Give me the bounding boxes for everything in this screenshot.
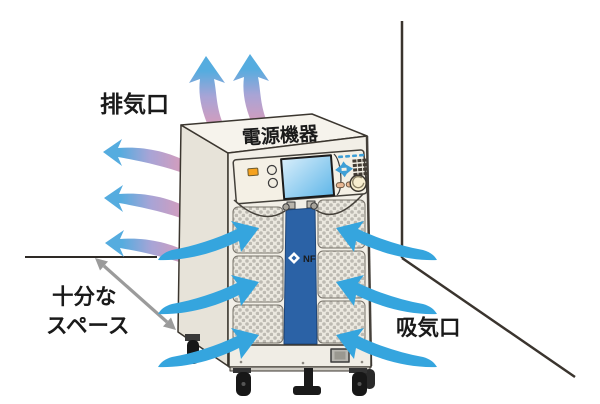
- bezel-arc-left: [233, 199, 286, 218]
- nf-logo-diamond-inner: [291, 255, 297, 261]
- bezel-pivot: [310, 202, 318, 210]
- display-screen: [280, 154, 336, 201]
- cabinet-right-edge: [365, 135, 373, 367]
- control-panel: [232, 149, 368, 205]
- power-led-icon: [247, 167, 259, 177]
- casters: [185, 334, 375, 396]
- caster-front-right-icon: [349, 368, 367, 396]
- screw-dot: [239, 360, 243, 364]
- exhaust-label: 排気口: [100, 91, 169, 117]
- intake-label: 吸気口: [396, 315, 461, 340]
- exhaust-left-arrow-2-icon: [104, 185, 189, 220]
- bezel-pivot: [282, 203, 290, 211]
- bezel-arc-right: [315, 193, 364, 216]
- menu-key-row: [338, 153, 365, 159]
- intake-arrows-right: [336, 221, 437, 368]
- screw-dot: [301, 361, 305, 365]
- leveling-foot-icon: [293, 368, 321, 395]
- center-stripe: NF: [283, 200, 318, 345]
- diagram-labels: 排気口 十分な スペース 吸気口: [46, 91, 461, 340]
- numeric-keypad: [352, 158, 368, 177]
- breaker-cover-inner: [334, 351, 346, 360]
- knob-mark: [352, 175, 365, 189]
- wall-corner: [25, 21, 576, 379]
- screw-dot: [360, 360, 364, 364]
- space-label-line1: 十分な: [52, 285, 117, 309]
- screen-bezel-arc: [333, 153, 342, 196]
- exhaust-arrows-left: [103, 139, 190, 265]
- caster-front-left-icon: [233, 368, 251, 396]
- nf-logo-text: NF: [303, 254, 316, 265]
- power-device-cabinet: NF: [177, 113, 375, 396]
- stripe-panel: [283, 207, 318, 345]
- soft-key: [335, 182, 345, 189]
- exhaust-left-arrow-3-icon: [105, 230, 190, 265]
- space-measure-arrow-icon: [95, 258, 176, 330]
- exhaust-up-arrow-2-icon: [233, 54, 269, 128]
- panel-clip: [267, 177, 279, 189]
- cursor-pad-icon: [335, 161, 354, 178]
- panel-clip: [266, 164, 278, 176]
- space-label-line2: スペース: [46, 314, 129, 338]
- exhaust-left-arrow-1-icon: [103, 139, 188, 174]
- right-floor-line: [401, 256, 576, 379]
- exhaust-up-arrow-1-icon: [189, 56, 225, 130]
